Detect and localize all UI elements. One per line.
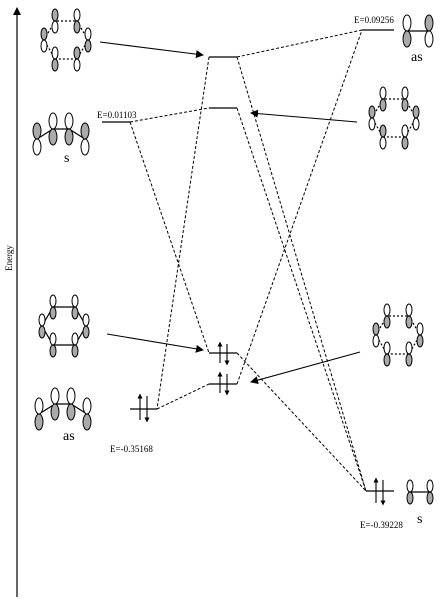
- electron-pair-bottom-right: [373, 477, 386, 506]
- symmetry-top-left: s: [64, 151, 69, 166]
- symmetry-top-right: as: [411, 50, 423, 65]
- symmetry-labels: as s as s: [63, 50, 423, 527]
- orbital-pair-bottom-right: [406, 479, 434, 505]
- electron-pair-mid-upper: [217, 341, 230, 366]
- energy-labels: E=0.09256 E=0.01103 E=-0.35168 E=-0.3922…: [97, 15, 403, 530]
- energy-bottom-right: E=-0.39228: [360, 520, 403, 530]
- correlation-lines: [129, 29, 367, 492]
- energy-levels: [102, 29, 394, 492]
- orbital-hexagon-top-left: [40, 8, 92, 72]
- energy-axis: Energy: [4, 7, 21, 597]
- orbital-hexagon-lower-left: [38, 294, 90, 358]
- electron-pair-mid-lower: [217, 371, 230, 396]
- orbital-hexagon-upper-right: [368, 86, 420, 150]
- orbital-chain-bottom-left: [34, 387, 92, 431]
- energy-top-right: E=0.09256: [354, 15, 394, 25]
- orbital-pair-top-right: [402, 14, 434, 48]
- orbital-chain-top-left: [32, 112, 90, 156]
- orbital-hexagon-lower-right: [372, 303, 424, 367]
- electron-pairs: [137, 341, 386, 506]
- energy-bottom-left: E=-0.35168: [110, 444, 153, 454]
- energy-axis-label: Energy: [4, 245, 14, 271]
- electron-pair-bottom-left: [137, 393, 150, 423]
- assignment-arrows: [99, 41, 361, 384]
- symmetry-bottom-right: s: [417, 512, 422, 527]
- energy-top-left: E=0.01103: [97, 110, 137, 120]
- symmetry-bottom-left: as: [63, 429, 75, 444]
